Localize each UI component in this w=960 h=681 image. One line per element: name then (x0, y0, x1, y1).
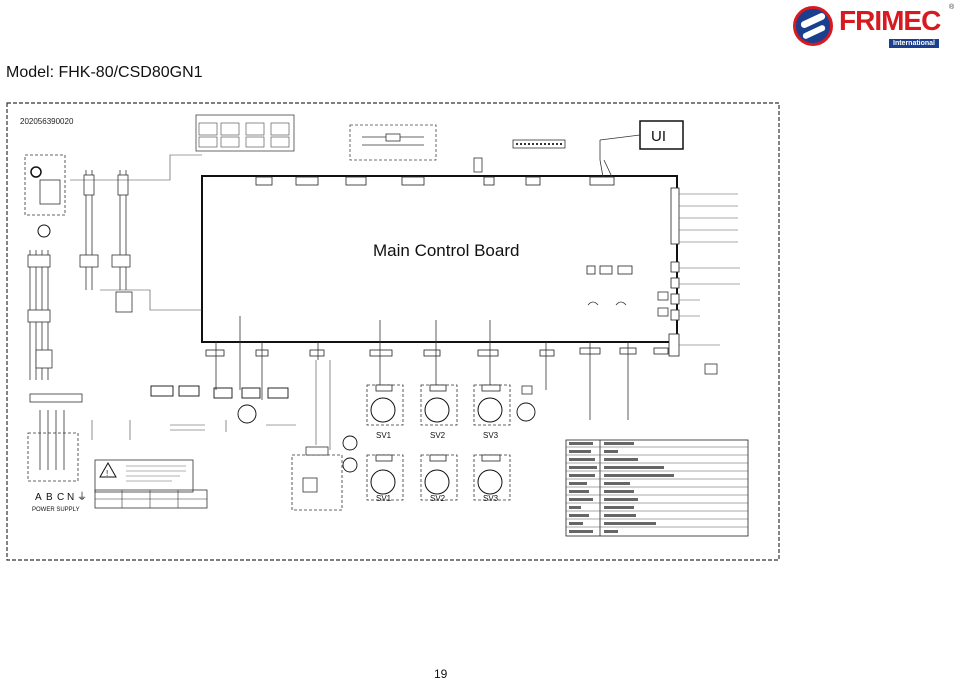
earth-icon: ⏚ (77, 491, 87, 503)
main-control-board (201, 175, 678, 343)
valves-top: SV1 SV2 SV3 (366, 384, 511, 440)
phase-c: C (57, 492, 64, 503)
legend-table (565, 439, 749, 537)
valve-sv2-bottom: SV2 (430, 494, 446, 503)
power-terminal-block (27, 432, 79, 482)
phase-labels: A B C N ⏚ (35, 491, 87, 503)
power-module (24, 154, 66, 216)
logo-brand: FRIMEC (839, 5, 941, 36)
warning-icon (99, 461, 117, 478)
diagram-code: 202056390020 (20, 117, 74, 126)
valve-sv1-bottom: SV1 (376, 494, 392, 503)
phase-a: A (35, 492, 42, 503)
valve-sv1-top: SV1 (376, 431, 392, 440)
fuse-box (349, 124, 437, 161)
valves-bottom: SV1 SV2 SV3 (366, 454, 511, 503)
diagram-frame (6, 102, 780, 561)
valve-sv2-top: SV2 (430, 431, 446, 440)
page-number: 19 (434, 667, 448, 681)
legend-box (195, 114, 295, 152)
power-supply-label: POWER SUPPLY (32, 507, 80, 513)
frimec-logo: FRIMEC ® International (793, 4, 958, 50)
valve-sv3-top: SV3 (483, 431, 499, 440)
top-connectors (255, 176, 615, 186)
model-title: Model: FHK-80/CSD80GN1 (6, 64, 203, 81)
phase-n: N (67, 492, 74, 503)
main-board-label: Main Control Board (373, 241, 519, 260)
logo-international: International (889, 39, 940, 48)
valve-sv3-bottom: SV3 (483, 494, 499, 503)
phase-b: B (46, 492, 53, 503)
logo-emblem-icon (793, 6, 833, 46)
logo-registered: ® (949, 4, 955, 11)
warning-box (94, 459, 194, 493)
svg-text:!: ! (106, 469, 108, 478)
ui-label: UI (651, 128, 666, 145)
